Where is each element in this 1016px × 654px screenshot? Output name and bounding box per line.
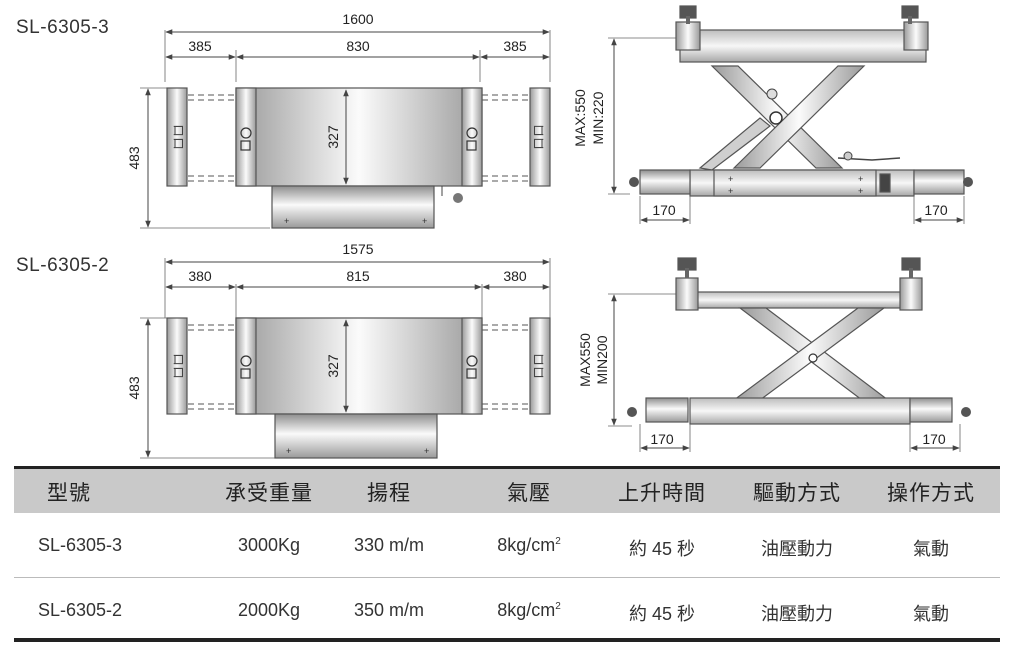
svg-text:+: + bbox=[284, 216, 289, 226]
dim-right-1: 385 bbox=[503, 38, 527, 54]
cell-operation: 氣動 bbox=[913, 539, 949, 559]
table-row: SL-6305-3 3000Kg 330 m/m 8kg/cm2 約 45 秒 … bbox=[14, 513, 1000, 578]
svg-text:+: + bbox=[422, 216, 427, 226]
side-view-1: MAX:550 MIN:220 + + + + 170 bbox=[572, 5, 973, 224]
header-operation: 操作方式 bbox=[887, 481, 975, 505]
side-left-1: 170 bbox=[652, 202, 676, 218]
cell-load: 3000Kg bbox=[237, 535, 301, 555]
side-height-min-2: MIN200 bbox=[594, 335, 610, 384]
cell-drive: 油壓動力 bbox=[761, 539, 833, 559]
cell-lift: 350 m/m bbox=[353, 600, 425, 620]
cell-time: 約 45 秒 bbox=[628, 604, 696, 624]
cell-pressure: 8kg/cm2 bbox=[479, 600, 579, 621]
svg-text:+: + bbox=[286, 446, 291, 456]
cell-operation: 氣動 bbox=[913, 604, 949, 624]
svg-text:ロロ: ロロ bbox=[531, 124, 546, 150]
spec-table: 型號 承受重量 揚程 氣壓 上升時間 驅動方式 操作方式 SL-6305-3 3… bbox=[14, 466, 1000, 642]
cell-time: 約 45 秒 bbox=[628, 539, 696, 559]
header-lift: 揚程 bbox=[367, 481, 411, 505]
header-drive: 驅動方式 bbox=[753, 481, 841, 505]
cell-load: 2000Kg bbox=[237, 600, 301, 620]
header-pressure: 氣壓 bbox=[507, 481, 551, 505]
cell-pressure: 8kg/cm2 bbox=[479, 535, 579, 556]
dim-inner-1: 327 bbox=[325, 125, 341, 149]
top-view-2: 1575 380 815 380 483 ロロ ロロ 327 + + bbox=[126, 241, 551, 459]
svg-text:+: + bbox=[858, 186, 863, 196]
svg-text:ロロ: ロロ bbox=[171, 124, 186, 150]
technical-drawing: 1600 385 830 385 483 ロロ ロロ 327 + + bbox=[126, 5, 973, 459]
cell-model: SL-6305-2 bbox=[38, 600, 123, 620]
dim-total-1: 1600 bbox=[342, 11, 373, 27]
side-right-2: 170 bbox=[922, 431, 946, 447]
side-height-max-2: MAX550 bbox=[577, 333, 593, 387]
dim-center-1: 830 bbox=[346, 38, 370, 54]
svg-text:+: + bbox=[858, 174, 863, 184]
pressure-sup: 2 bbox=[555, 536, 561, 547]
svg-text:+: + bbox=[728, 186, 733, 196]
model-label-1: SL-6305-3 bbox=[16, 17, 110, 38]
side-right-1: 170 bbox=[924, 202, 948, 218]
bottom-rule bbox=[14, 638, 1000, 642]
svg-text:ロロ: ロロ bbox=[531, 353, 546, 379]
pressure-value: 8kg/cm bbox=[497, 535, 556, 555]
pressure-sup: 2 bbox=[555, 601, 561, 612]
header-time: 上升時間 bbox=[618, 481, 706, 505]
side-height-min-1: MIN:220 bbox=[590, 91, 606, 144]
dim-left-1: 385 bbox=[188, 38, 212, 54]
cell-drive: 油壓動力 bbox=[761, 604, 833, 624]
dim-inner-2: 327 bbox=[325, 354, 341, 378]
dim-center-2: 815 bbox=[346, 268, 370, 284]
cell-lift: 330 m/m bbox=[353, 535, 425, 555]
top-view-1: 1600 385 830 385 483 ロロ ロロ 327 + + bbox=[126, 11, 551, 229]
dim-right-2: 380 bbox=[503, 268, 527, 284]
pressure-value: 8kg/cm bbox=[497, 600, 556, 620]
cell-model: SL-6305-3 bbox=[38, 535, 123, 555]
svg-text:ロロ: ロロ bbox=[171, 353, 186, 379]
side-view-2: MAX550 MIN200 170 170 bbox=[577, 257, 971, 452]
dim-total-2: 1575 bbox=[342, 241, 373, 257]
svg-text:+: + bbox=[424, 446, 429, 456]
side-left-2: 170 bbox=[650, 431, 674, 447]
dim-depth-1: 483 bbox=[126, 146, 142, 170]
svg-text:+: + bbox=[728, 174, 733, 184]
side-height-max-1: MAX:550 bbox=[572, 89, 588, 147]
header-load: 承受重量 bbox=[225, 481, 313, 505]
dim-left-2: 380 bbox=[188, 268, 212, 284]
table-row: SL-6305-2 2000Kg 350 m/m 8kg/cm2 約 45 秒 … bbox=[14, 578, 1000, 642]
dim-depth-2: 483 bbox=[126, 376, 142, 400]
table-header: 型號 承受重量 揚程 氣壓 上升時間 驅動方式 操作方式 bbox=[14, 466, 1000, 513]
model-label-2: SL-6305-2 bbox=[16, 255, 110, 276]
header-model: 型號 bbox=[47, 481, 91, 505]
